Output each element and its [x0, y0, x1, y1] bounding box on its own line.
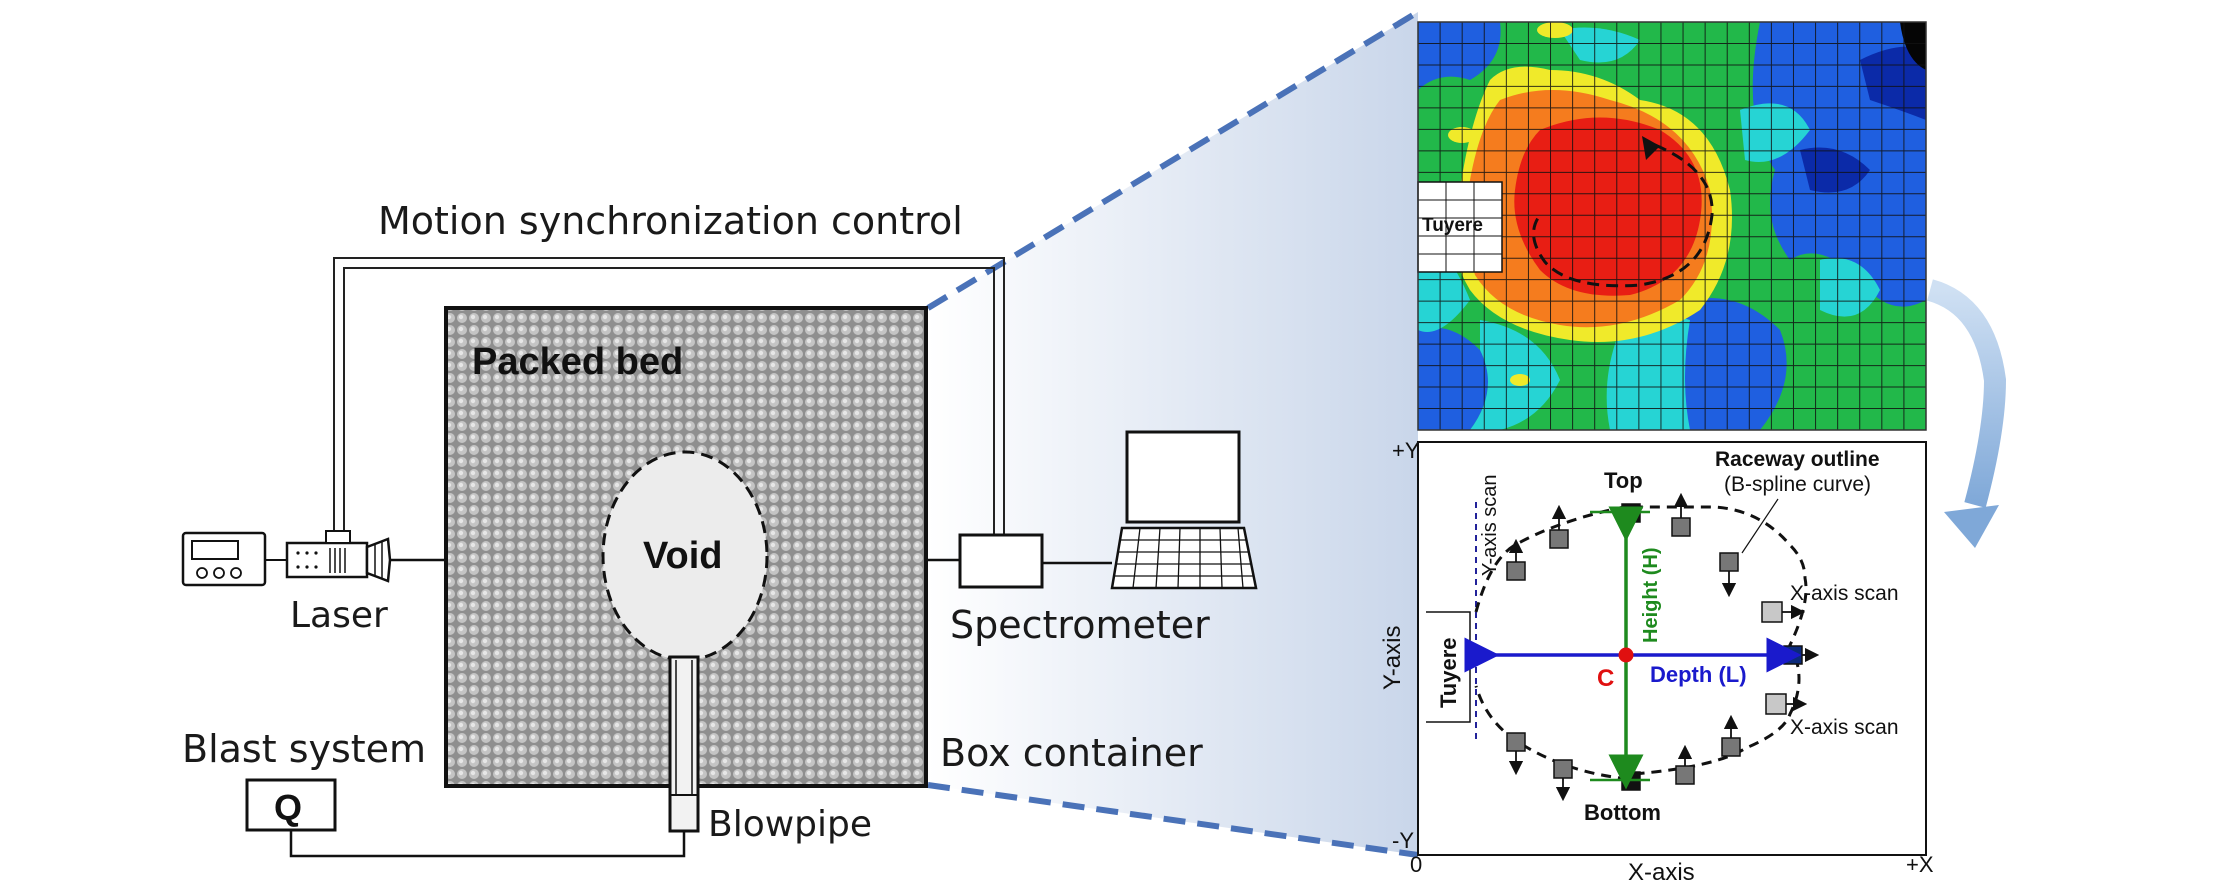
laser-label: Laser: [290, 595, 388, 636]
blast-system-box: [245, 778, 337, 832]
plus-y-label: +Y: [1392, 438, 1420, 463]
curved-arrow: [1926, 279, 2007, 508]
height-label: Height (H): [1640, 547, 1662, 643]
raceway-title: Raceway outline: [1715, 448, 1880, 471]
void-label: Void: [643, 535, 723, 577]
zoom-line-top: [926, 9, 1420, 311]
contour-grid: [1418, 22, 1926, 430]
x-scan-top-label: X-axis scan: [1790, 582, 1899, 605]
contour-map: Tuyere: [1417, 21, 1927, 431]
x-axis-label: X-axis: [1628, 859, 1695, 886]
blast-system-label: Blast system: [182, 727, 426, 771]
raceway-schematic: +Y -Y 0 +X X-axis Y-axis Y-axis scan Tuy…: [1379, 438, 1934, 886]
blast-pipe: [289, 830, 686, 858]
x-scan-bottom-label: X-axis scan: [1790, 716, 1899, 739]
tuyere-label: Tuyere: [1436, 637, 1461, 708]
circulation-arrow: [1532, 143, 1714, 288]
minus-y-label: -Y: [1392, 828, 1414, 853]
y-axis-scan-label: Y-axis scan: [1479, 474, 1501, 576]
spectrometer-label: Spectrometer: [950, 603, 1210, 647]
laptop-icon: [1110, 430, 1258, 590]
zero-label: 0: [1410, 852, 1422, 877]
motion-label: Motion synchronization control: [378, 199, 963, 243]
zoom-line-bottom: [927, 782, 1419, 858]
spectrometer-box: [958, 533, 1044, 589]
laser-icon: [285, 530, 392, 583]
laser-control-icon: [181, 531, 267, 587]
center-point: [1618, 647, 1634, 663]
top-label: Top: [1604, 468, 1643, 493]
contour-tuyere-label: Tuyere: [1422, 215, 1483, 236]
void-ellipse: [601, 450, 769, 662]
packed-bed-label: Packed bed: [472, 341, 683, 383]
depth-label: Depth (L): [1650, 662, 1747, 687]
raceway-subtitle: (B-spline curve): [1724, 473, 1871, 496]
y-axis-label: Y-axis: [1379, 626, 1406, 690]
motion-control-pipe: [333, 257, 1005, 548]
center-label: C: [1597, 665, 1614, 692]
bottom-label: Bottom: [1584, 800, 1661, 825]
blowpipe-label: Blowpipe: [708, 804, 872, 845]
plus-x-label: +X: [1906, 852, 1934, 877]
box-container-label: Box container: [940, 731, 1203, 775]
blast-q-label: Q: [274, 787, 302, 828]
blowpipe-tube: [668, 655, 700, 833]
